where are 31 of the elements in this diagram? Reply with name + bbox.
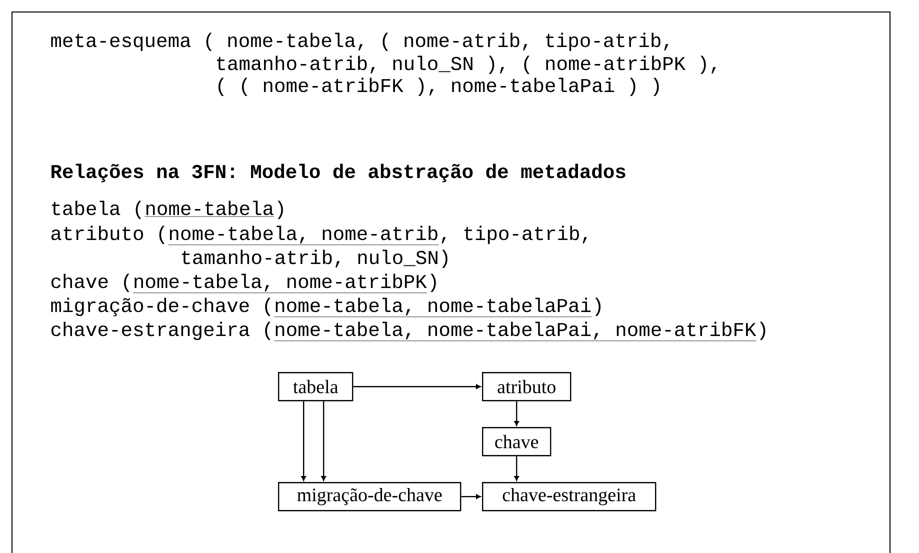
- entity-box: atributo: [482, 372, 572, 402]
- arrow: [514, 401, 519, 426]
- relation-text: migração-de-chave (: [51, 298, 270, 316]
- relation-text: chave-estrangeira (: [51, 322, 270, 340]
- relation-text: tamanho-atrib, nulo_SN): [182, 250, 448, 268]
- entity-box: chave: [482, 426, 552, 456]
- entity-box: migração-de-chave: [278, 482, 462, 512]
- underlined-key-text: nome-tabela: [144, 200, 274, 217]
- arrow: [461, 494, 481, 499]
- underlined-key-text: nome-tabela, nome-tabelaPai: [274, 298, 592, 318]
- relation-text: meta-esquema ( nome-tabela, ( nome-atrib, tipo-atrib,: [51, 32, 668, 52]
- relation-text: ): [760, 322, 766, 340]
- entity-box: tabela: [278, 372, 354, 402]
- entity-box: chave-estrangeira: [482, 482, 656, 512]
- relation-text: atributo (: [51, 226, 165, 244]
- arrow: [514, 456, 519, 481]
- arrow: [353, 384, 481, 389]
- relation-text: ): [430, 274, 436, 292]
- underlined-key-text: nome-tabela, nome-atrib: [168, 226, 439, 246]
- underlined-key-text: nome-tabela, nome-atribPK: [132, 274, 428, 294]
- relation-text: ( ( nome-atribFK ), nome-tabelaPai ) ): [218, 78, 659, 96]
- arrow: [321, 401, 326, 481]
- relation-text: , tipo-atrib,: [442, 226, 587, 244]
- arrow: [301, 401, 306, 481]
- heading: Relações na 3FN: Modelo de abstração de metadados: [52, 164, 626, 182]
- relation-text: tamanho-atrib, nulo_SN ), ( nome-atribPK ),: [217, 56, 716, 74]
- relation-text: tabela (: [52, 200, 142, 220]
- relation-text: ): [278, 200, 283, 220]
- relation-text: ): [595, 298, 601, 316]
- underlined-key-text: nome-tabela, nome-tabelaPai, nome-atribFK: [274, 322, 756, 342]
- relation-text: chave (: [51, 274, 130, 292]
